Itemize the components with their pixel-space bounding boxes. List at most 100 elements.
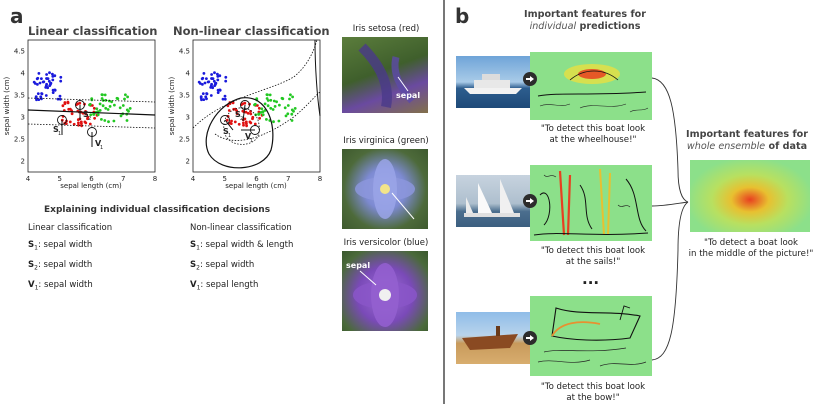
versicolor-point [214, 83, 217, 86]
nl-s2-arrow [242, 104, 246, 122]
virginica-point [113, 103, 116, 107]
setosa-point [61, 104, 65, 108]
versicolor-point [212, 79, 216, 83]
versicolor-point [37, 98, 41, 101]
virginica-point [100, 97, 104, 100]
virginica-point [121, 104, 125, 107]
virginica-point [101, 93, 104, 97]
linear-y-tick: 3 [21, 114, 25, 122]
ellipsis: ... [582, 270, 600, 288]
virginica-point [89, 113, 93, 117]
versicolor-point [53, 74, 57, 78]
linear-plot-title: Linear classification [28, 24, 158, 38]
bracket-connector-icon [651, 77, 689, 361]
versicolor-point [216, 72, 219, 76]
iris-versicolor-photo: sepal [342, 251, 428, 331]
virginica-point [95, 107, 99, 111]
virginica-point [281, 97, 285, 101]
setosa-point [83, 120, 87, 124]
arrow-right-icon [523, 194, 537, 208]
setosa-point [226, 104, 230, 108]
ensemble-features-heading: Important features for whole ensemble of… [686, 129, 808, 152]
explain-heading: Explaining individual classification dec… [44, 205, 271, 215]
virginica-point [107, 120, 110, 124]
quote-wheelhouse: "To detect this boat look at the wheelho… [540, 124, 646, 145]
virginica-point [124, 93, 127, 97]
setosa-point [249, 112, 253, 116]
virginica-point [283, 106, 287, 110]
setosa-point [230, 119, 233, 123]
linear-y-tick: 2 [21, 158, 25, 166]
versicolor-point [218, 74, 222, 78]
setosa-point [248, 120, 252, 124]
setosa-point [88, 122, 92, 126]
virginica-point [288, 97, 291, 101]
virginica-point [104, 98, 108, 102]
nl-s1-arrow [224, 119, 234, 131]
linear-x-label: sepal length (cm) [60, 182, 122, 190]
virginica-point [126, 95, 129, 99]
setosa-point [242, 123, 245, 127]
nl-s2-marker-circle [240, 100, 250, 110]
nl-s2-sub: 2 [240, 116, 243, 122]
versicolor-point [59, 79, 63, 83]
iris-virginica-label: Iris virginica (green) [343, 136, 429, 146]
nonlinear-x-tick: 8 [318, 175, 322, 183]
virginica-point [116, 97, 120, 101]
panel-divider [443, 0, 445, 404]
arrow-right-icon [523, 72, 537, 86]
virginica-point [96, 113, 100, 117]
virginica-point [261, 110, 265, 113]
versicolor-point [224, 79, 228, 83]
explain-linear-column: Linear classification S1: sepal width S2… [28, 220, 112, 297]
virginica-point [257, 112, 261, 116]
explain-linear-row-1: S1: sepal width [28, 239, 93, 252]
virginica-point [269, 106, 273, 110]
virginica-point [98, 102, 102, 106]
versicolor-point [210, 73, 213, 76]
virginica-point [266, 104, 270, 108]
sails-heatmap [530, 165, 652, 241]
nonlinear-y-tick: 2.5 [179, 136, 190, 144]
setosa-point [93, 116, 96, 120]
versicolor-point [202, 72, 206, 75]
setosa-point [77, 121, 80, 125]
v1-label: V [95, 139, 102, 148]
versicolor-point [223, 94, 227, 98]
explain-nonlinear-row-1: S1: sepal width & length [190, 239, 294, 252]
nonlinear-x-tick: 7 [286, 175, 290, 183]
setosa-point [257, 106, 261, 110]
linear-y-tick: 4.5 [14, 48, 25, 56]
nonlinear-outer-margin-upper [192, 39, 318, 129]
virginica-point [290, 119, 294, 122]
setosa-point [72, 122, 76, 126]
versicolor-point [37, 72, 41, 75]
versicolor-point [224, 75, 228, 79]
iris-virginica-photo [342, 149, 428, 229]
virginica-point [275, 100, 278, 104]
arrow-right-icon [523, 331, 537, 345]
setosa-point [233, 120, 237, 124]
versicolor-point [35, 98, 38, 102]
s2-sub: 2 [88, 116, 91, 122]
virginica-point [110, 100, 113, 104]
individual-features-heading: Important features for individual predic… [524, 9, 646, 32]
virginica-point [292, 109, 295, 113]
explain-nonlinear-row-3: V1: sepal length [190, 279, 259, 292]
virginica-point [128, 107, 132, 110]
virginica-point [103, 93, 107, 97]
versicolor-point [205, 92, 208, 95]
nonlinear-x-tick: 4 [191, 175, 196, 183]
virginica-point [277, 119, 281, 123]
virginica-point [272, 120, 275, 124]
versicolor-point [218, 88, 222, 92]
versicolor-point [38, 81, 42, 85]
versicolor-point [45, 82, 48, 86]
setosa-point [84, 112, 88, 116]
setosa-point [70, 112, 74, 116]
sailboats-photo [456, 175, 530, 227]
virginica-point [88, 103, 91, 107]
